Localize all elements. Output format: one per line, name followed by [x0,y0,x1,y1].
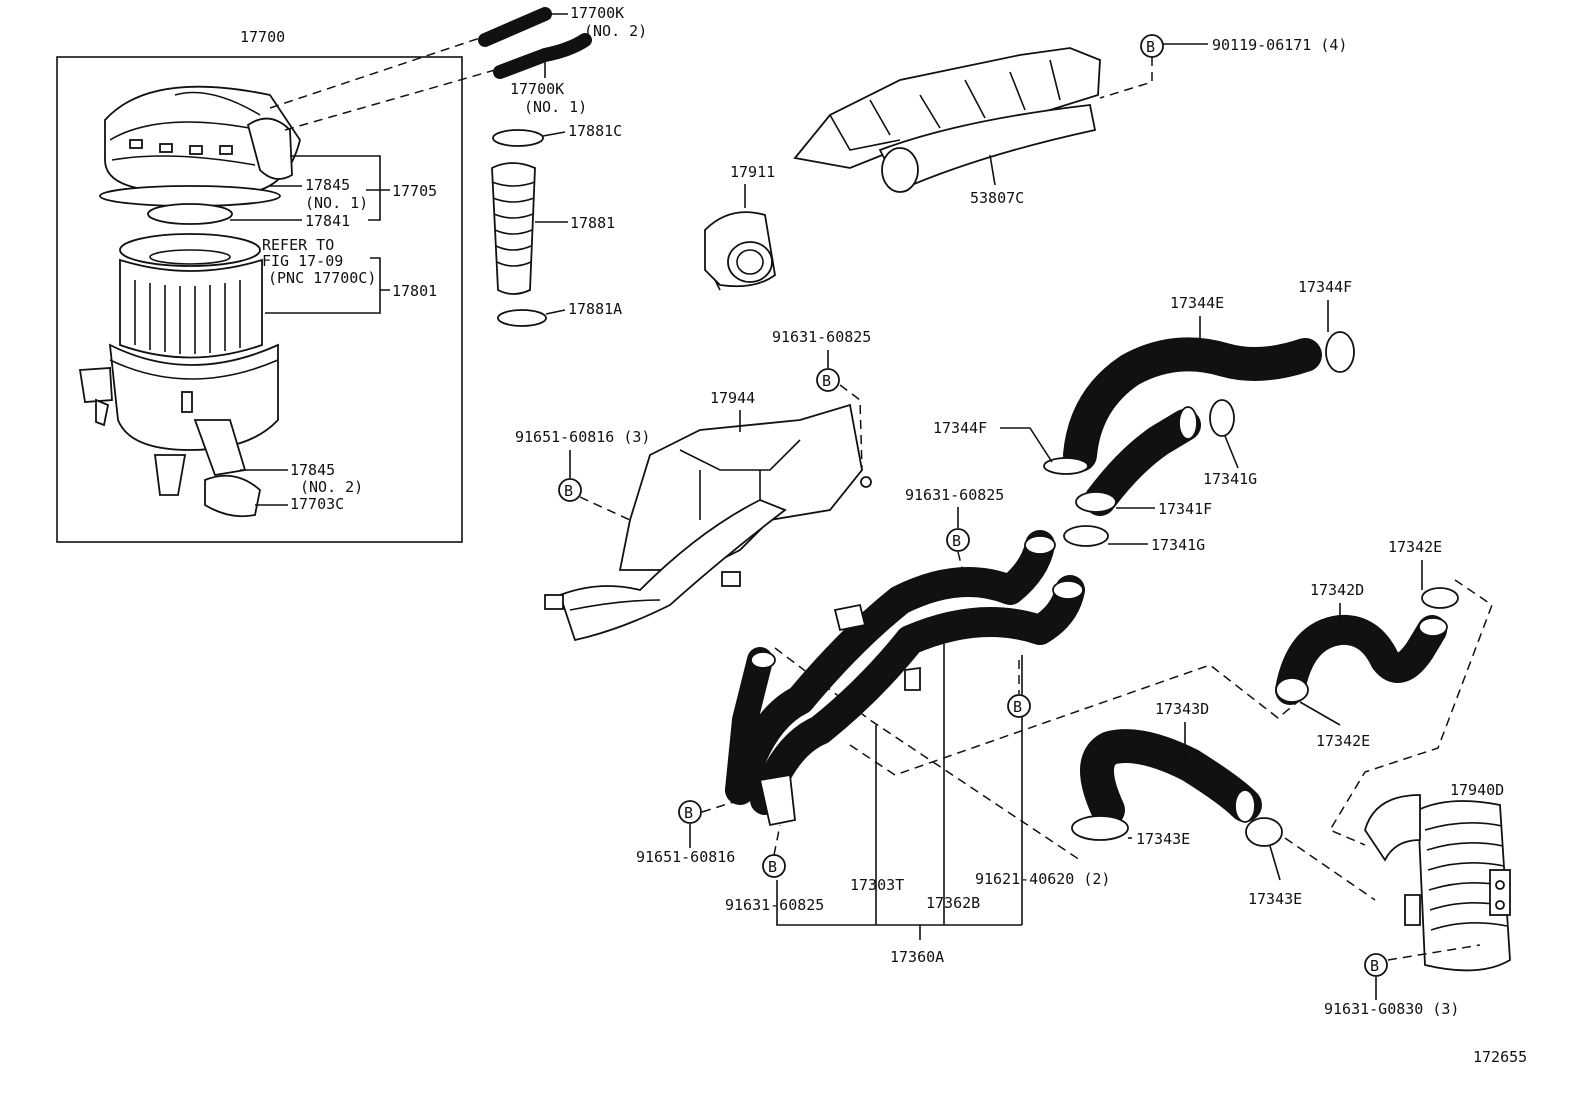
air-cleaner-element[interactable] [119,233,263,359]
label-17303t[interactable]: 17303T [850,876,904,894]
svg-text:B: B [1370,957,1379,975]
clamp-17344f-left[interactable] [1043,457,1089,475]
svg-text:B: B [952,532,961,550]
svg-text:B: B [564,482,573,500]
label-91651-3[interactable]: 91651-60816 (3) [515,428,650,446]
hose-17341f[interactable] [1075,491,1117,513]
label-17845-no1-sub: (NO. 1) [305,194,368,212]
label-53807c[interactable]: 53807C [970,189,1024,207]
hose-17881[interactable] [491,162,536,295]
clamp-17881c[interactable] [492,129,544,147]
refer-line-1: REFER TO [262,236,334,254]
label-91621[interactable]: 91621-40620 (2) [975,870,1110,888]
clamp-17343e-right[interactable] [1245,817,1283,847]
label-17703c[interactable]: 17703C [290,495,344,513]
intercooler-17940d[interactable] [1364,794,1511,972]
label-91631-g[interactable]: 91631-G0830 (3) [1324,1000,1459,1018]
label-17344e[interactable]: 17344E [1170,294,1224,312]
svg-text:B: B [1013,698,1022,716]
clamp-17341g-top[interactable] [1209,399,1235,437]
label-17343e-left[interactable]: 17343E [1136,830,1190,848]
bolt-marker-91631-b: B [946,528,970,552]
label-17881a[interactable]: 17881A [568,300,622,318]
gasket-17845-no1[interactable] [99,185,281,207]
bolt-marker-90119: B [1140,34,1164,58]
clamp-17342e-bottom[interactable] [1275,677,1309,703]
label-17911[interactable]: 17911 [730,163,775,181]
label-17705[interactable]: 17705 [392,182,437,200]
label-17845-no1[interactable]: 17845 [305,176,350,194]
pipe-assembly-17360a[interactable] [725,530,1085,827]
gasket-17841[interactable] [147,203,233,225]
label-17341g-bottom[interactable]: 17341G [1151,536,1205,554]
svg-text:B: B [684,804,693,822]
duct-17944[interactable] [544,403,872,642]
label-17700k-no1-sub: (NO. 1) [524,98,587,116]
clamp-17343e-left[interactable] [1071,815,1129,841]
label-17343d[interactable]: 17343D [1155,700,1209,718]
label-17700k-no1[interactable]: 17700K [510,80,564,98]
clamp-17341g-bottom[interactable] [1063,525,1109,547]
refer-line-2: FIG 17-09 [262,252,343,270]
refer-line-3: (PNC 17700C) [268,269,376,287]
svg-text:B: B [822,372,831,390]
label-17360a[interactable]: 17360A [890,948,944,966]
label-17940d[interactable]: 17940D [1450,781,1504,799]
clamp-17881a[interactable] [497,309,547,327]
label-17700k-no2-sub: (NO. 2) [584,22,647,40]
label-17342e-top[interactable]: 17342E [1388,538,1442,556]
label-17845-no2[interactable]: 17845 [290,461,335,479]
label-17343e-right[interactable]: 17343E [1248,890,1302,908]
label-91631-b[interactable]: 91631-60825 [905,486,1004,504]
label-17362b[interactable]: 17362B [926,894,980,912]
label-91631-c[interactable]: 91631-60825 [725,896,824,914]
label-17801[interactable]: 17801 [392,282,437,300]
bolt-marker-91651-b: B [678,800,702,824]
bolt-marker-91631-a: B [816,368,840,392]
label-17344f-top[interactable]: 17344F [1298,278,1352,296]
air-cleaner-group-frame [56,56,463,543]
duct-53807c[interactable] [793,47,1101,193]
clamp-17342e-top[interactable] [1421,587,1459,609]
svg-text:B: B [768,858,777,876]
part-17911[interactable] [704,211,776,291]
bolt-marker-91651-3: B [558,478,582,502]
label-17881[interactable]: 17881 [570,214,615,232]
label-17700[interactable]: 17700 [240,28,285,46]
label-91631-a[interactable]: 91631-60825 [772,328,871,346]
air-cleaner-cap[interactable] [104,85,301,191]
label-17342e-bottom[interactable]: 17342E [1316,732,1370,750]
label-17845-no2-sub: (NO. 2) [300,478,363,496]
bolt-marker-91631-c: B [762,854,786,878]
label-17700k-no2[interactable]: 17700K [570,4,624,22]
label-17344f-left[interactable]: 17344F [933,419,987,437]
bolt-marker-91621: B [1007,694,1031,718]
label-91651-b[interactable]: 91651-60816 [636,848,735,866]
label-17944[interactable]: 17944 [710,389,755,407]
figure-number: 172655 [1473,1048,1527,1066]
label-90119[interactable]: 90119-06171 (4) [1212,36,1347,54]
label-17341g-top[interactable]: 17341G [1203,470,1257,488]
label-17881c[interactable]: 17881C [568,122,622,140]
air-cleaner-case[interactable] [78,343,279,518]
label-17341f[interactable]: 17341F [1158,500,1212,518]
label-17841[interactable]: 17841 [305,212,350,230]
svg-text:B: B [1146,38,1155,56]
label-17342d[interactable]: 17342D [1310,581,1364,599]
clamp-17344f-top[interactable] [1325,331,1355,373]
bolt-marker-91631-g: B [1364,953,1388,977]
